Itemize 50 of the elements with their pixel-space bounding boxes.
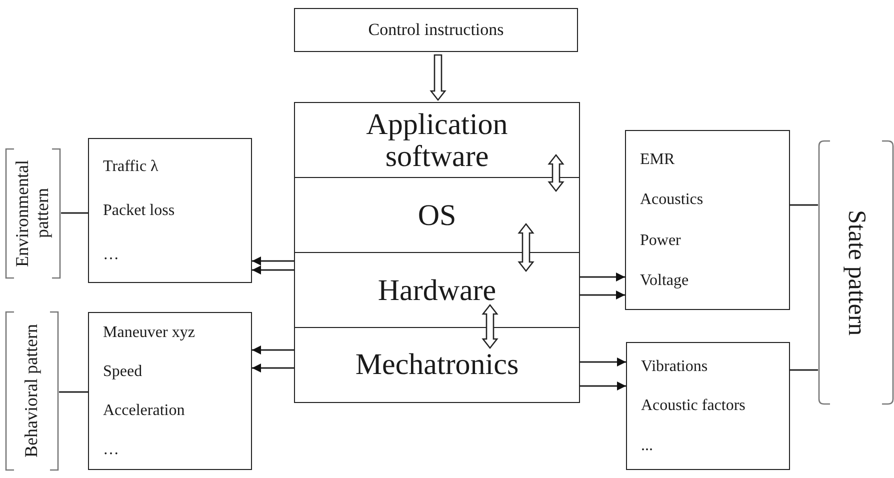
layer-label: OS (418, 200, 456, 232)
double-arrow (482, 304, 498, 350)
pattern-label: Behavioral pattern (22, 324, 42, 458)
connector-line (790, 204, 818, 206)
list-item: Traffic λ (103, 157, 160, 176)
arrow (580, 358, 626, 366)
list-item: Voltage (640, 271, 690, 290)
item-list-box (625, 130, 790, 310)
arrow (252, 266, 294, 274)
arrow (580, 290, 625, 300)
list-item: Speed (103, 362, 144, 382)
arrow (430, 54, 446, 102)
double-arrow (548, 154, 564, 192)
list-item: Maneuver xyz (103, 322, 196, 342)
list-item: … (103, 440, 120, 460)
list-item: Vibrations (641, 357, 709, 376)
list-item: Acoustic factors (641, 396, 746, 416)
list-item: ... (641, 436, 654, 455)
list-item: Acoustics (640, 190, 704, 210)
bracket-label (818, 140, 894, 405)
layer-box (294, 102, 580, 179)
layer-box (294, 177, 580, 254)
item-list-box (88, 138, 252, 283)
connector-line (61, 212, 88, 214)
arrow (252, 364, 294, 372)
arrow (252, 256, 294, 266)
box-label: Control instructions (368, 21, 504, 39)
pattern-label: Environmental pattern (13, 159, 53, 269)
input-box (294, 8, 578, 52)
bracket-label (5, 148, 61, 279)
layer-label: Mechatronics (355, 349, 519, 381)
connector-line (790, 369, 818, 371)
arrow (252, 346, 294, 354)
layer-box (294, 327, 580, 403)
list-item: EMR (640, 150, 676, 169)
double-arrow (518, 222, 534, 272)
arrow (580, 272, 625, 282)
item-list-box (626, 342, 790, 470)
layer-label: Application software (365, 109, 509, 172)
connector-line (59, 391, 88, 393)
list-item: Packet loss (103, 200, 176, 220)
layer-box (294, 252, 580, 329)
item-list-box (88, 312, 252, 470)
list-item: Acceleration (103, 400, 186, 420)
list-item: Power (640, 230, 682, 250)
bracket-label (5, 311, 59, 471)
pattern-label: State pattern (842, 210, 870, 336)
arrow (580, 382, 626, 390)
list-item: … (103, 244, 120, 264)
layer-label: Hardware (378, 274, 496, 306)
